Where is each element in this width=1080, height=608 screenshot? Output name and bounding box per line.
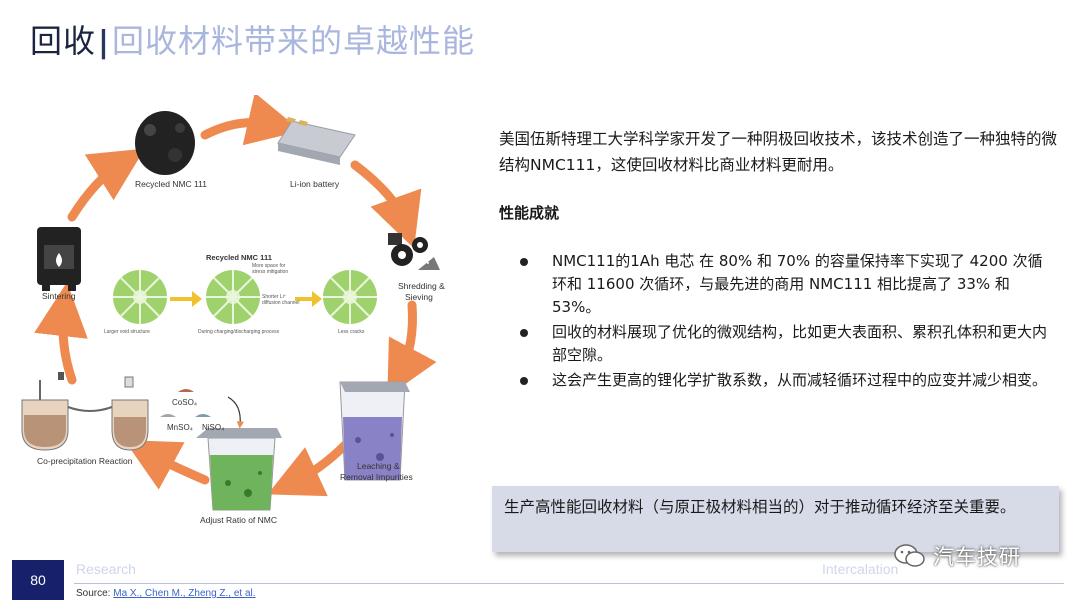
gears-icon (388, 233, 440, 270)
source-label: Source: (76, 588, 114, 599)
beaker-icon (339, 381, 410, 481)
watermark: 汽车技研 (893, 541, 1021, 571)
page-number-text: 80 (30, 572, 46, 588)
slide-title: 回收|回收材料带来的卓越性能 (30, 16, 475, 62)
label-sieving: Sieving (405, 292, 433, 302)
caption-larger-void: Larger void structure (104, 329, 150, 335)
note-more-space: More space for (252, 263, 286, 269)
conclusion-text: 生产高性能回收材料（与原正极材料相当的）对于推动循环经济至关重要。 (504, 498, 1016, 516)
label-shredding: Shredding & (398, 281, 445, 291)
recycling-cycle-diagram: Recycled NMC 111 Li-ion battery Shreddin… (0, 95, 480, 535)
particle-middle (206, 270, 260, 324)
bullet-dot-icon (520, 377, 528, 385)
center-title: Recycled NMC 111 (206, 253, 272, 262)
adjust-beaker-icon (160, 389, 282, 511)
footer-divider (74, 583, 1064, 584)
note-diffusion: diffusion channel (262, 300, 300, 306)
mid-arrow-2 (295, 291, 322, 307)
bullet-text: 这会产生更高的锂化学扩散系数，从而减轻循环过程中的应变并减少相变。 (552, 371, 1048, 389)
furnace-icon (37, 227, 81, 291)
arrow-battery-to-shredding (350, 160, 422, 249)
particle-right (323, 270, 377, 324)
bullet-dot-icon (520, 329, 528, 337)
bullet-item: 这会产生更高的锂化学扩散系数，从而减轻循环过程中的应变并减少相变。 (520, 369, 1055, 392)
title-separator: | (98, 25, 110, 60)
achievements-heading: 性能成就 (499, 204, 560, 222)
pouch-battery-icon (277, 117, 356, 165)
black-particle-icon (135, 111, 195, 175)
note-stress: stress mitigation (252, 269, 289, 275)
watermark-text: 汽车技研 (933, 545, 1021, 569)
bullet-text: 回收的材料展现了优化的微观结构，比如更大表面积、累积孔体积和更大内部空隙。 (552, 323, 1048, 364)
achievements-list: NMC111的1Ah 电芯 在 80% 和 70% 的容量保持率下实现了 420… (520, 250, 1055, 394)
footer-right-text: Intercalation (822, 561, 899, 577)
label-li-ion-battery: Li-ion battery (290, 179, 340, 189)
arrow-leaching-to-adjust (267, 440, 350, 497)
chem-niso4: NiSO₄ (202, 423, 225, 432)
bullet-dot-icon (520, 258, 528, 266)
bullet-text: NMC111的1Ah 电芯 在 80% 和 70% 的容量保持率下实现了 420… (552, 252, 1043, 316)
source-citation: Source: Ma X., Chen M., Zheng Z., et al. (76, 588, 256, 599)
title-main: 回收 (30, 22, 97, 60)
arrow-sinter-to-particle (67, 148, 145, 222)
title-subtitle: 回收材料带来的卓越性能 (111, 22, 475, 60)
footer-left-text: Research (76, 561, 136, 577)
arrow-coprecip-to-sinter (34, 282, 88, 385)
source-link[interactable]: Ma X., Chen M., Zheng Z., et al. (113, 588, 256, 599)
label-adjust-ratio: Adjust Ratio of NMC (200, 515, 277, 525)
label-recycled-nmc: Recycled NMC 111 (135, 179, 207, 189)
chem-mnso4: MnSO₄ (167, 423, 193, 432)
cycle-graphics (21, 95, 440, 511)
arrow-shredding-to-leaching (387, 300, 437, 397)
chem-coso4: CoSO₄ (172, 398, 198, 407)
wechat-icon (894, 544, 925, 567)
label-leaching: Leaching & (357, 461, 400, 471)
caption-less-cracks: Less cracks (338, 329, 365, 335)
label-sintering: Sintering (42, 291, 76, 301)
caption-charging: During charging/discharging process (198, 329, 280, 335)
reactor-icon (21, 372, 149, 451)
intro-paragraph: 美国伍斯特理工大学科学家开发了一种阴极回收技术，该技术创造了一种独特的微结构NM… (499, 130, 1058, 174)
bullet-item: NMC111的1Ah 电芯 在 80% 和 70% 的容量保持率下实现了 420… (520, 250, 1055, 319)
arrow-adjust-to-coprecip (124, 440, 210, 490)
center-particles (113, 270, 377, 324)
cycle-arrows (34, 95, 437, 497)
note-shorter-li: Shorter Li⁺ (262, 294, 287, 300)
arrow-particle-to-battery (200, 95, 302, 146)
page-number: 80 (12, 560, 64, 600)
mid-arrow-1 (170, 291, 202, 307)
particle-left (113, 270, 167, 324)
conclusion-box: 生产高性能回收材料（与原正极材料相当的）对于推动循环经济至关重要。 (492, 486, 1059, 552)
label-removal-impurities: Removal Impurities (340, 472, 413, 482)
bullet-item: 回收的材料展现了优化的微观结构，比如更大表面积、累积孔体积和更大内部空隙。 (520, 321, 1055, 367)
label-co-precipitation: Co-precipitation Reaction (37, 456, 133, 466)
